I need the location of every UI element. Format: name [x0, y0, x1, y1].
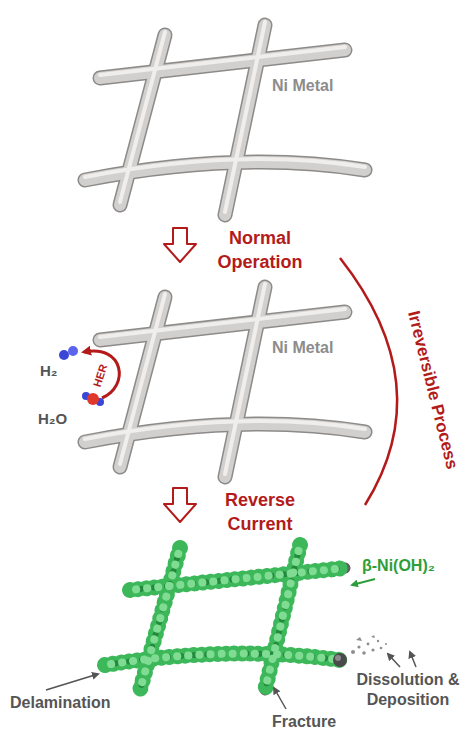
- step-arrow: [164, 488, 196, 522]
- material-label: Ni Metal: [272, 338, 333, 357]
- nickel-mesh: [85, 284, 365, 477]
- process-arc: [340, 258, 397, 505]
- process-label: Irreversible Process: [402, 309, 461, 472]
- phase-label: β-Ni(OH)₂: [362, 556, 435, 575]
- her-arc: [84, 351, 119, 398]
- step-arrow: [164, 228, 196, 262]
- degraded-mesh: [105, 545, 387, 690]
- water-molecule: [82, 392, 104, 406]
- species-label: H₂O: [38, 410, 67, 428]
- reaction-label: HER: [91, 363, 111, 389]
- leader-arrow: [410, 652, 416, 667]
- nickel-mesh: [85, 22, 365, 215]
- step-label: Normal Operation: [205, 226, 315, 274]
- failure-label: Fracture: [272, 712, 336, 731]
- step-label: Reverse Current: [205, 488, 315, 536]
- leader-arrow: [388, 654, 400, 667]
- h2-molecule: [59, 346, 78, 360]
- failure-label: Dissolution & Deposition: [350, 670, 466, 710]
- leader-arrow: [352, 579, 375, 585]
- material-label: Ni Metal: [272, 76, 333, 95]
- failure-label: Delamination: [10, 693, 110, 712]
- species-label: H₂: [40, 362, 58, 380]
- leader-arrow: [274, 688, 286, 709]
- dissolved-flakes: [351, 635, 387, 655]
- leader-arrow: [46, 674, 98, 690]
